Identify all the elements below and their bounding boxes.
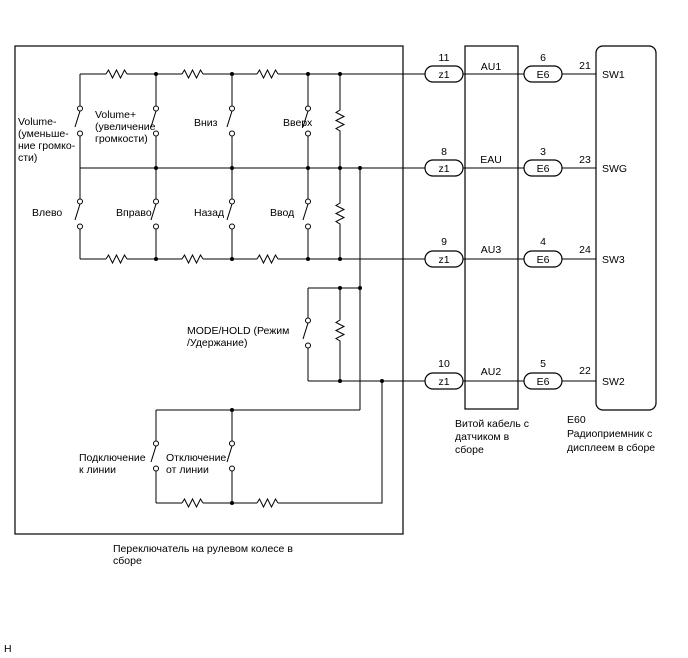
- off-hook-label: Отключение от линии: [166, 452, 229, 476]
- lower-switches: [74, 168, 311, 259]
- e6-pin-label: 5: [540, 358, 546, 370]
- e6-pin-label: 3: [540, 146, 546, 158]
- radio-pin-label: 21: [579, 60, 591, 72]
- hook-circuit: [150, 381, 383, 509]
- z1-pin-label: 11: [439, 52, 450, 64]
- e6-connector-label: E6: [537, 254, 550, 266]
- right-label: Вправо: [116, 207, 152, 219]
- junction-dots: [154, 72, 384, 505]
- radio-pin-label: 22: [579, 365, 591, 377]
- z1-pin-label: 10: [438, 358, 450, 370]
- volume-plus-label: Volume+ (увеличение громкости): [95, 109, 158, 145]
- radio-signal-label: SW2: [602, 376, 625, 388]
- e6-connector-label: E6: [537, 163, 550, 175]
- signal-row-au1: 11 z1 AU1 6 E6 21 SW1: [424, 52, 625, 83]
- switch-assembly-box: [14, 45, 404, 535]
- signal-row-au3: 9 z1 AU3 4 E6 24 SW3: [424, 236, 625, 268]
- volume-minus-label: Volume- (уменьше- ние громко- сти): [18, 116, 78, 164]
- spiral-cable-box: [464, 45, 519, 410]
- signal-row-eau: 8 z1 EAU 3 E6 23 SWG: [424, 146, 627, 177]
- switch-assembly-caption: Переключатель на рулевом колесе в сборе: [113, 543, 296, 567]
- z1-pin-label: 8: [441, 146, 447, 158]
- radio-signal-label: SW3: [602, 254, 625, 266]
- bottom-ladder: [80, 253, 425, 265]
- radio-signal-label: SW1: [602, 69, 625, 81]
- radio-pin-label: 24: [579, 244, 591, 256]
- vertical-resistors: [334, 72, 346, 261]
- mode-hold-circuit: [302, 168, 425, 410]
- z1-pin-label: 9: [441, 236, 447, 248]
- upper-switches: [74, 74, 311, 168]
- signal-row-au2: 10 z1 AU2 5 E6 22 SW2: [424, 358, 625, 390]
- z1-connector-label: z1: [438, 376, 449, 388]
- switch-labels: Volume- (уменьше- ние громко- сти) Volum…: [18, 109, 313, 476]
- radio-receiver-box: [595, 45, 657, 411]
- e6-connector-label: E6: [537, 376, 550, 388]
- spiral-cable-caption: Витой кабель с датчиком в сборе: [455, 418, 532, 456]
- e6-connector-label: E6: [537, 69, 550, 81]
- z1-connector-label: z1: [438, 69, 449, 81]
- e6-pin-label: 4: [540, 236, 546, 248]
- signal-label: AU2: [481, 366, 502, 378]
- radio-signal-label: SWG: [602, 163, 627, 175]
- signal-label: EAU: [480, 154, 502, 166]
- radio-pin-label: 23: [579, 154, 591, 166]
- enter-label: Ввод: [270, 207, 294, 219]
- signal-label: AU1: [481, 61, 502, 73]
- radio-caption: E60 Радиоприемник с дисплеем в сборе: [567, 414, 655, 454]
- back-label: Назад: [194, 207, 224, 219]
- left-label: Влево: [32, 207, 62, 219]
- signal-label: AU3: [481, 244, 502, 256]
- corner-mark: H: [4, 643, 12, 655]
- mode-hold-label: MODE/HOLD (Режим /Удержание): [187, 325, 292, 349]
- z1-connector-label: z1: [438, 163, 449, 175]
- down-label: Вниз: [194, 117, 218, 129]
- on-hook-label: Подключение к линии: [79, 452, 149, 476]
- e6-pin-label: 6: [540, 52, 546, 64]
- z1-connector-label: z1: [438, 254, 449, 266]
- up-label: Вверх: [283, 117, 313, 129]
- top-ladder: [80, 68, 425, 80]
